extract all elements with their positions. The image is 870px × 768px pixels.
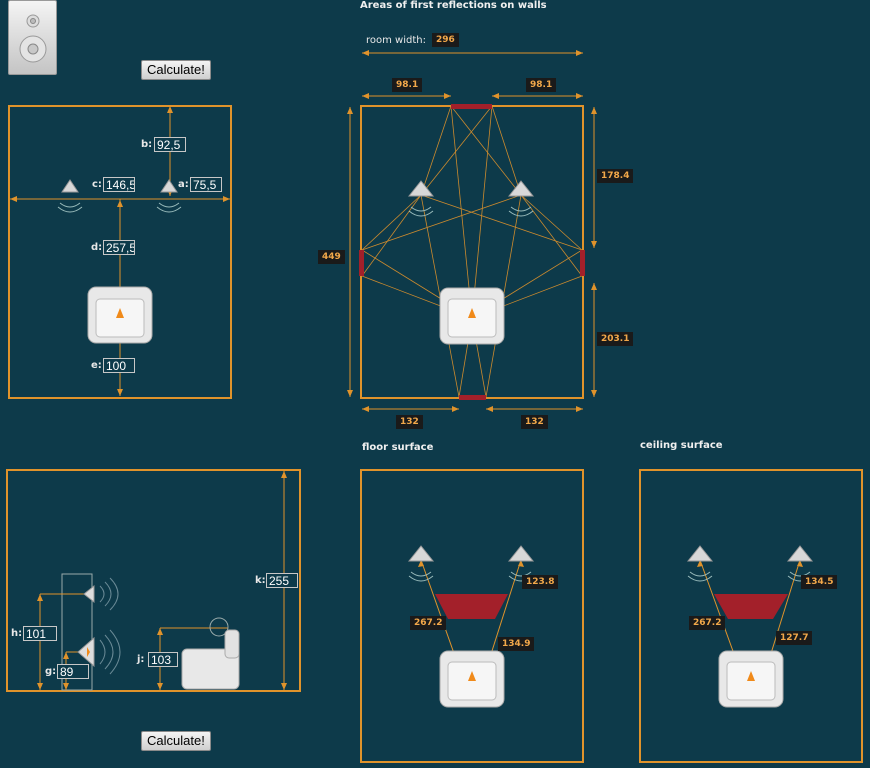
listening-room-top-view: [8, 105, 232, 399]
speaker-icon: [407, 545, 435, 582]
speaker-icon: [407, 180, 435, 217]
chair-icon: [718, 650, 784, 708]
input-k[interactable]: 255: [266, 573, 298, 588]
room-width-label: room width:: [366, 35, 426, 46]
ceiling-right-upper-distance: 134.5: [801, 575, 838, 589]
speaker-icon: [156, 179, 182, 213]
label-c: c:: [92, 179, 102, 190]
label-b: b:: [141, 139, 153, 150]
input-d[interactable]: 257,5: [103, 240, 135, 255]
top-left-distance: 98.1: [392, 78, 423, 92]
ceiling-room: [639, 469, 863, 763]
speaker-icon: [507, 545, 535, 582]
input-g[interactable]: 89: [57, 664, 89, 679]
room-width-value: 296: [432, 33, 459, 47]
label-j: j:: [137, 654, 145, 665]
input-h[interactable]: 101: [23, 626, 57, 641]
label-a: a:: [178, 179, 189, 190]
bottom-left-distance: 132: [396, 415, 423, 429]
floor-room: [360, 469, 584, 763]
input-c[interactable]: 146,5: [103, 177, 135, 192]
ceiling-title: ceiling surface: [640, 440, 723, 451]
floor-title: floor surface: [362, 442, 434, 453]
label-h: h:: [11, 628, 23, 639]
bottom-right-distance: 132: [521, 415, 548, 429]
right-lower-distance: 203.1: [597, 332, 634, 346]
label-g: g:: [45, 666, 57, 677]
speaker-box-icon[interactable]: [8, 0, 57, 75]
speaker-icon: [77, 629, 121, 675]
listening-room-side-view: [6, 469, 301, 692]
calculate-button-bottom[interactable]: Calculate!: [141, 731, 211, 751]
input-j[interactable]: 103: [148, 652, 178, 667]
input-a[interactable]: 75,5: [190, 177, 222, 192]
input-b[interactable]: 92,5: [154, 137, 186, 152]
speaker-icon: [83, 577, 119, 611]
floor-right-upper-distance: 123.8: [522, 575, 559, 589]
ceiling-right-lower-distance: 127.7: [776, 631, 813, 645]
right-upper-distance: 178.4: [597, 169, 634, 183]
top-right-distance: 98.1: [526, 78, 557, 92]
walls-title: Areas of first reflections on walls: [360, 0, 547, 11]
calculate-button-top[interactable]: Calculate!: [141, 60, 211, 80]
label-d: d:: [91, 242, 103, 253]
chair-icon: [87, 286, 153, 344]
chair-icon: [439, 287, 505, 345]
label-e: e:: [91, 360, 102, 371]
input-e[interactable]: 100: [103, 358, 135, 373]
speaker-drivers: [19, 14, 47, 63]
speaker-icon: [686, 545, 714, 582]
room-depth: 449: [318, 250, 345, 264]
speaker-icon: [507, 180, 535, 217]
label-k: k:: [255, 575, 266, 586]
speaker-icon: [57, 179, 83, 213]
ceiling-left-distance: 267.2: [689, 616, 726, 630]
chair-icon: [181, 617, 240, 690]
floor-right-lower-distance: 134.9: [498, 637, 535, 651]
chair-icon: [439, 650, 505, 708]
floor-left-distance: 267.2: [410, 616, 447, 630]
